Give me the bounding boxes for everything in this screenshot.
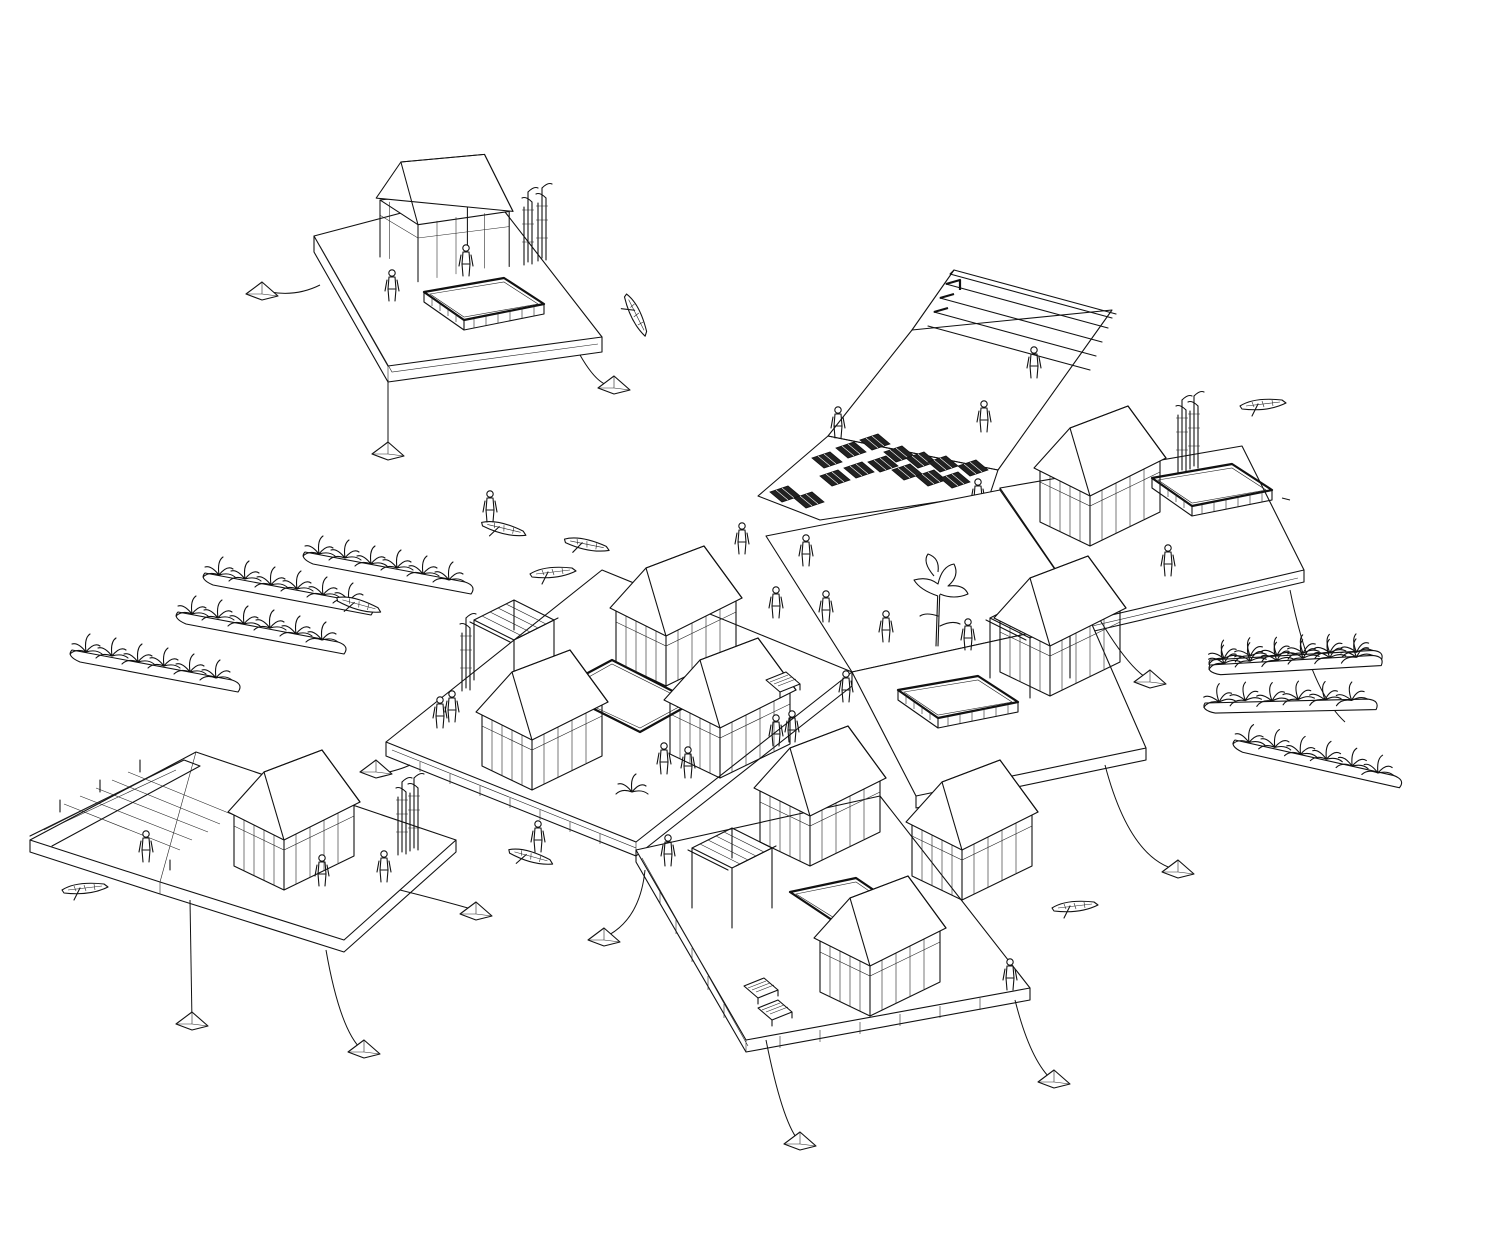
north-east-solar-platform: [757, 269, 1117, 521]
bamboo: [535, 182, 553, 262]
boat-icon: [616, 291, 650, 342]
boat-icon: [529, 566, 577, 585]
floating-planter-icon: [70, 634, 240, 692]
anchor-icon: [1037, 1069, 1071, 1089]
anchor-icon: [1161, 859, 1195, 879]
person-icon: [482, 490, 498, 523]
person-icon: [530, 820, 546, 853]
floating-planter-icon: [1204, 604, 1383, 701]
deck-edge-posts: [419, 762, 601, 844]
center-east-garden-platform: [734, 489, 1147, 809]
boat-icon: [477, 515, 528, 549]
anchor-icon: [783, 1131, 817, 1151]
anchor-icon: [1133, 669, 1167, 689]
anchor-icon: [597, 375, 631, 395]
anchor-icon: [359, 759, 393, 779]
floating-planter-icon: [303, 536, 473, 594]
anchor-icon: [371, 441, 405, 461]
anchor-icon: [459, 901, 493, 921]
pergola-deck: [29, 759, 237, 871]
boat-icon: [1051, 900, 1099, 919]
anchor-icon: [175, 1011, 209, 1031]
anchor-icon: [347, 1039, 381, 1059]
center-courtyard-platform: [385, 545, 854, 857]
deck-edge-posts: [659, 890, 981, 1048]
boat-icon: [560, 532, 611, 564]
boat-icon: [1239, 398, 1287, 417]
anchor-icon: [245, 281, 279, 301]
west-pergola-platform: [29, 749, 457, 953]
boat-icon: [504, 842, 555, 877]
floating-planter-icon: [1232, 724, 1404, 788]
north-pavilion-platform: [313, 153, 603, 383]
person-icon: [734, 522, 750, 555]
south-courtyard-platform: [635, 725, 1039, 1053]
boat-icon: [61, 882, 109, 901]
person-icon: [768, 586, 784, 619]
